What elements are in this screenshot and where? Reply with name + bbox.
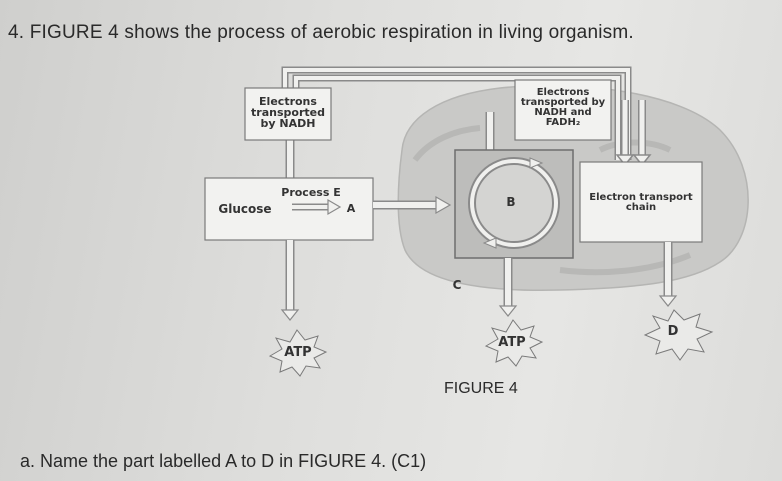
fadh-line-4: FADH₂ xyxy=(545,117,581,128)
label-c: C xyxy=(452,278,462,292)
fadh-line-1: Electrons xyxy=(536,87,590,98)
box-electron-transport-chain xyxy=(579,161,703,243)
nadh-line-1: Electrons xyxy=(259,95,317,108)
nadh-box-text: Electrons transported by NADH xyxy=(246,96,330,129)
question-part-a: a. Name the part labelled A to D in FIGU… xyxy=(20,451,427,471)
fadh-box-text: Electrons transported by NADH and FADH₂ xyxy=(516,88,610,128)
nadh-line-3: by NADH xyxy=(260,117,316,130)
atp-left-starburst xyxy=(268,329,328,377)
d-starburst xyxy=(643,309,714,361)
label-d: D xyxy=(667,324,679,339)
glucose-label: Glucose xyxy=(218,202,272,216)
atp-mid-starburst xyxy=(484,319,544,367)
etc-box-text: Electron transport chain xyxy=(582,193,700,213)
atp-mid-label: ATP xyxy=(498,335,526,350)
process-e-label: Process E xyxy=(281,186,341,199)
figure-caption: FIGURE 4 xyxy=(444,380,518,397)
box-process-e xyxy=(204,177,374,241)
nadh-line-2: transported xyxy=(251,106,325,119)
box-electrons-fadh xyxy=(514,79,612,141)
label-b: B xyxy=(506,195,516,209)
mitochondrion-cristae xyxy=(412,125,692,276)
box-electrons-nadh xyxy=(244,87,332,141)
question-title: 4. FIGURE 4 shows the process of aerobic… xyxy=(8,22,634,43)
etc-line-2: chain xyxy=(625,202,657,213)
atp-left-label: ATP xyxy=(284,345,312,360)
fadh-line-3: NADH and xyxy=(534,107,592,118)
fadh-line-2: transported by xyxy=(520,97,606,108)
label-a: A xyxy=(346,202,356,215)
etc-line-1: Electron transport xyxy=(589,192,693,203)
